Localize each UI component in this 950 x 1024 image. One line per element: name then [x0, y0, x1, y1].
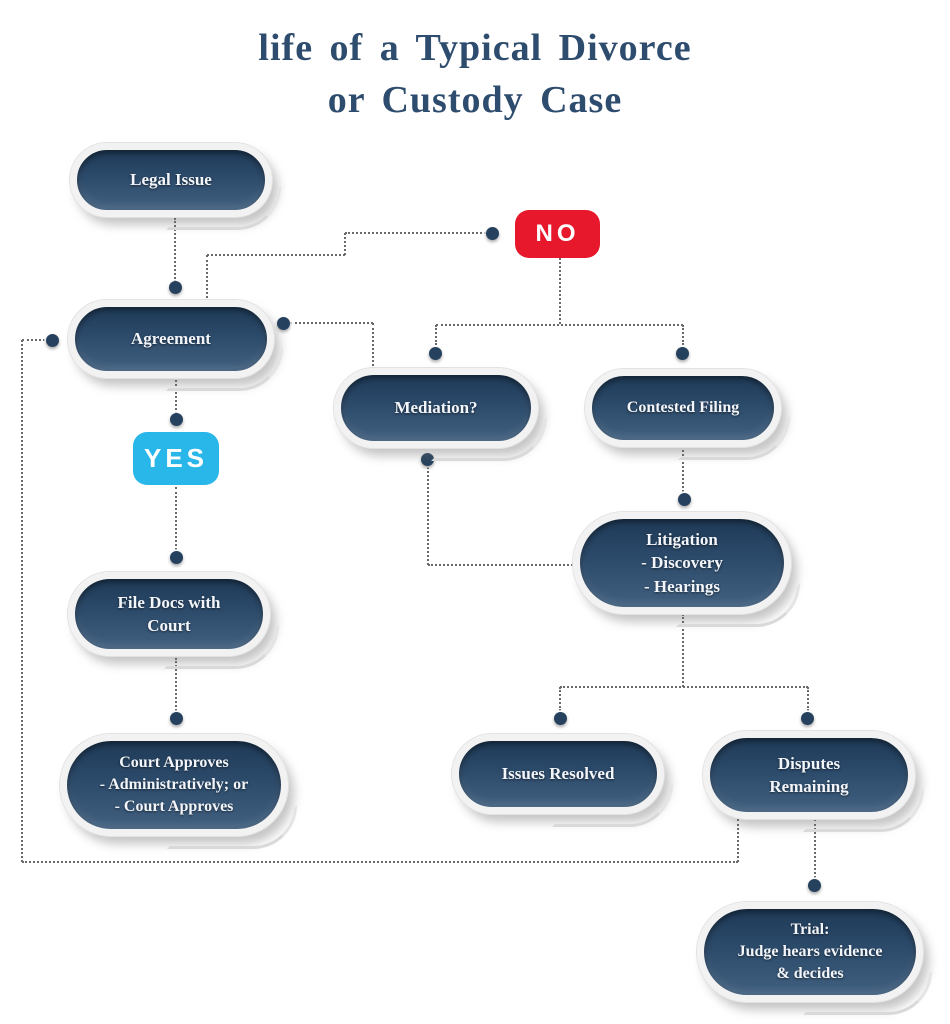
connector-line: [21, 340, 23, 862]
node-contested-filing: Contested Filing: [585, 369, 791, 460]
connector-dot: [170, 551, 183, 564]
node-trial-line2: Judge hears evidence: [737, 942, 883, 960]
node-litigation-line3: - Hearings: [643, 576, 720, 596]
connector-line: [175, 380, 177, 414]
diagram-title-line1: life of a Typical Divorce: [258, 27, 692, 69]
connector-line: [682, 325, 684, 345]
node-agreement: Agreement: [68, 300, 283, 391]
connector-dot: [554, 712, 567, 725]
connector-dot: [421, 453, 434, 466]
connector-line: [807, 687, 809, 711]
node-litigation: Litigation - Discovery - Hearings: [573, 512, 800, 627]
connector-line: [436, 324, 683, 326]
node-legal-issue: Legal Issue: [70, 143, 281, 230]
node-litigation-line1: Litigation: [646, 529, 718, 549]
connector-line: [682, 446, 684, 492]
connector-line: [22, 339, 45, 341]
node-court-approves-line2: - Administratively; or: [99, 775, 249, 793]
connector-dot: [170, 413, 183, 426]
node-court-approves-line1: Court Approves: [119, 753, 229, 771]
diagram-title-line2: or Custody Case: [327, 79, 623, 121]
connector-line: [428, 564, 573, 566]
connector-line: [345, 232, 486, 234]
connector-line: [560, 686, 808, 688]
node-trial: Trial: Judge hears evidence & decides: [697, 902, 932, 1015]
node-disputes-remaining-line1: Disputes: [777, 753, 841, 773]
connector-line: [207, 254, 345, 256]
node-disputes-remaining: Disputes Remaining: [703, 731, 924, 832]
connector-dot: [169, 281, 182, 294]
node-contested-filing-label: Contested Filing: [626, 398, 740, 416]
connector-line: [559, 258, 561, 324]
connector-line: [427, 467, 429, 565]
connector-line: [435, 325, 437, 345]
connector-line: [372, 323, 374, 366]
node-legal-issue-label: Legal Issue: [130, 170, 212, 190]
connector-dot: [801, 712, 814, 725]
connector-line: [682, 614, 684, 687]
node-disputes-remaining-line2: Remaining: [769, 777, 849, 796]
node-court-approves: Court Approves - Administratively; or - …: [60, 734, 297, 849]
connector-dot: [429, 347, 442, 360]
yes-badge: YES: [133, 432, 219, 485]
node-issues-resolved: Issues Resolved: [452, 734, 673, 827]
connector-dot: [486, 227, 499, 240]
connector-line: [206, 255, 208, 302]
connector-line: [814, 819, 816, 878]
diagram-title: life of a Typical Divorce or Custody Cas…: [0, 22, 950, 126]
no-badge: NO: [515, 210, 600, 258]
node-file-docs-with-court: File Docs with Court: [68, 572, 279, 669]
connector-dot: [808, 879, 821, 892]
connector-line: [737, 819, 739, 862]
node-trial-line3: & decides: [776, 965, 844, 983]
node-mediation-label: Mediation?: [394, 398, 478, 418]
node-file-docs-line1: File Docs with: [117, 592, 221, 612]
connector-line: [559, 687, 561, 711]
node-issues-resolved-label: Issues Resolved: [501, 764, 615, 784]
node-mediation: Mediation?: [334, 368, 548, 461]
connector-dot: [46, 334, 59, 347]
connector-dot: [678, 493, 691, 506]
connector-line: [22, 861, 738, 863]
connector-line: [174, 218, 176, 282]
node-court-approves-line3: - Court Approves: [114, 798, 234, 816]
connector-line: [344, 233, 346, 255]
node-agreement-label: Agreement: [131, 329, 211, 349]
connector-line: [175, 487, 177, 550]
connector-dot: [170, 712, 183, 725]
node-litigation-line2: - Discovery: [641, 553, 723, 573]
connector-line: [175, 658, 177, 711]
node-file-docs-line2: Court: [147, 616, 191, 635]
connector-line: [290, 322, 373, 324]
connector-dot: [277, 317, 290, 330]
connector-dot: [676, 347, 689, 360]
node-trial-line1: Trial:: [790, 920, 830, 938]
